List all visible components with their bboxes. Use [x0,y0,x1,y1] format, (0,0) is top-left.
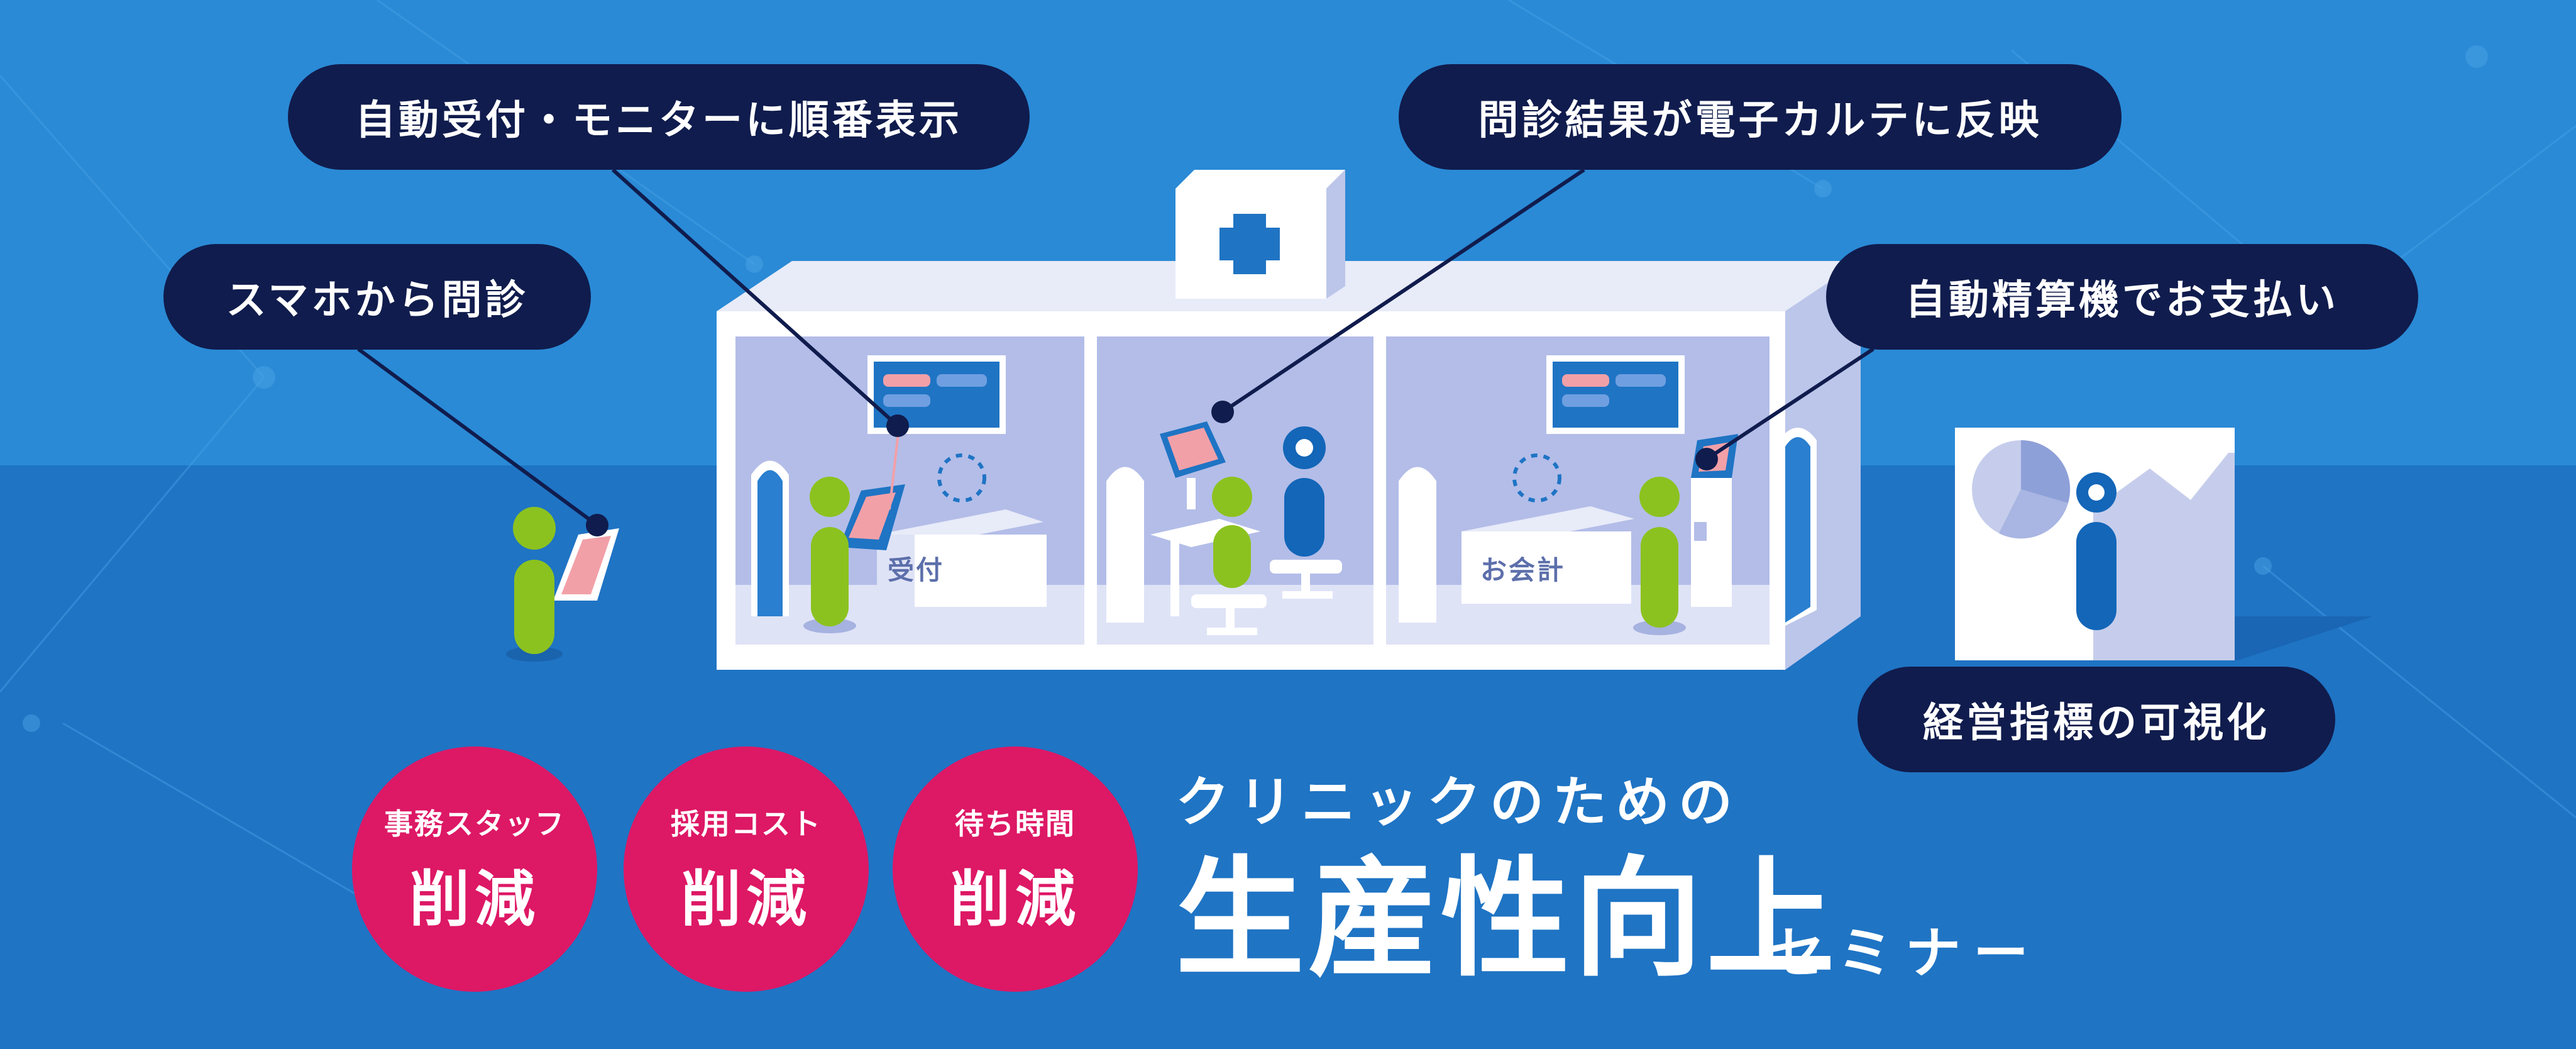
feature-label-auto-payment: 自動精算機でお支払い [1826,244,2418,350]
consultation-room [1150,421,1342,635]
feature-label-auto-reception: 自動受付・モニターに順番表示 [288,64,1030,170]
badge-topic: 待ち時間 [955,806,1076,841]
medical-cross-icon [1219,214,1280,274]
badge-topic: 事務スタッフ [384,806,565,841]
title-suffix: セミナー [1770,921,2042,985]
analytics-panel [1955,428,2373,660]
badge-staff-reduction: 事務スタッフ 削減 [352,747,597,992]
badge-hiring-cost-reduction: 採用コスト 削減 [624,747,869,992]
title-main: 生産性向上 [1175,845,1839,994]
feature-label-smartphone-interview: スマホから問診 [163,244,591,350]
accounting-sign: お会計 [1480,555,1566,586]
badge-wait-time-reduction: 待ち時間 削減 [893,747,1138,992]
badge-topic: 採用コスト [671,806,822,841]
title-subtitle: クリニックのための [1175,771,1741,834]
badge-effect: 削減 [950,863,1081,935]
feature-label-ehr-sync: 問診結果が電子カルテに反映 [1399,64,2122,170]
badge-effect: 削減 [409,863,540,935]
feature-label-kpi-visualization: 経営指標の可視化 [1858,667,2335,772]
reception-sign: 受付 [888,555,945,586]
connector-lines [357,168,1874,527]
reception-room [803,355,1047,633]
badge-effect: 削減 [681,863,812,935]
connector-dots [586,401,1718,536]
pie-chart-icon [1972,440,2071,539]
smartphone-user [506,507,619,662]
